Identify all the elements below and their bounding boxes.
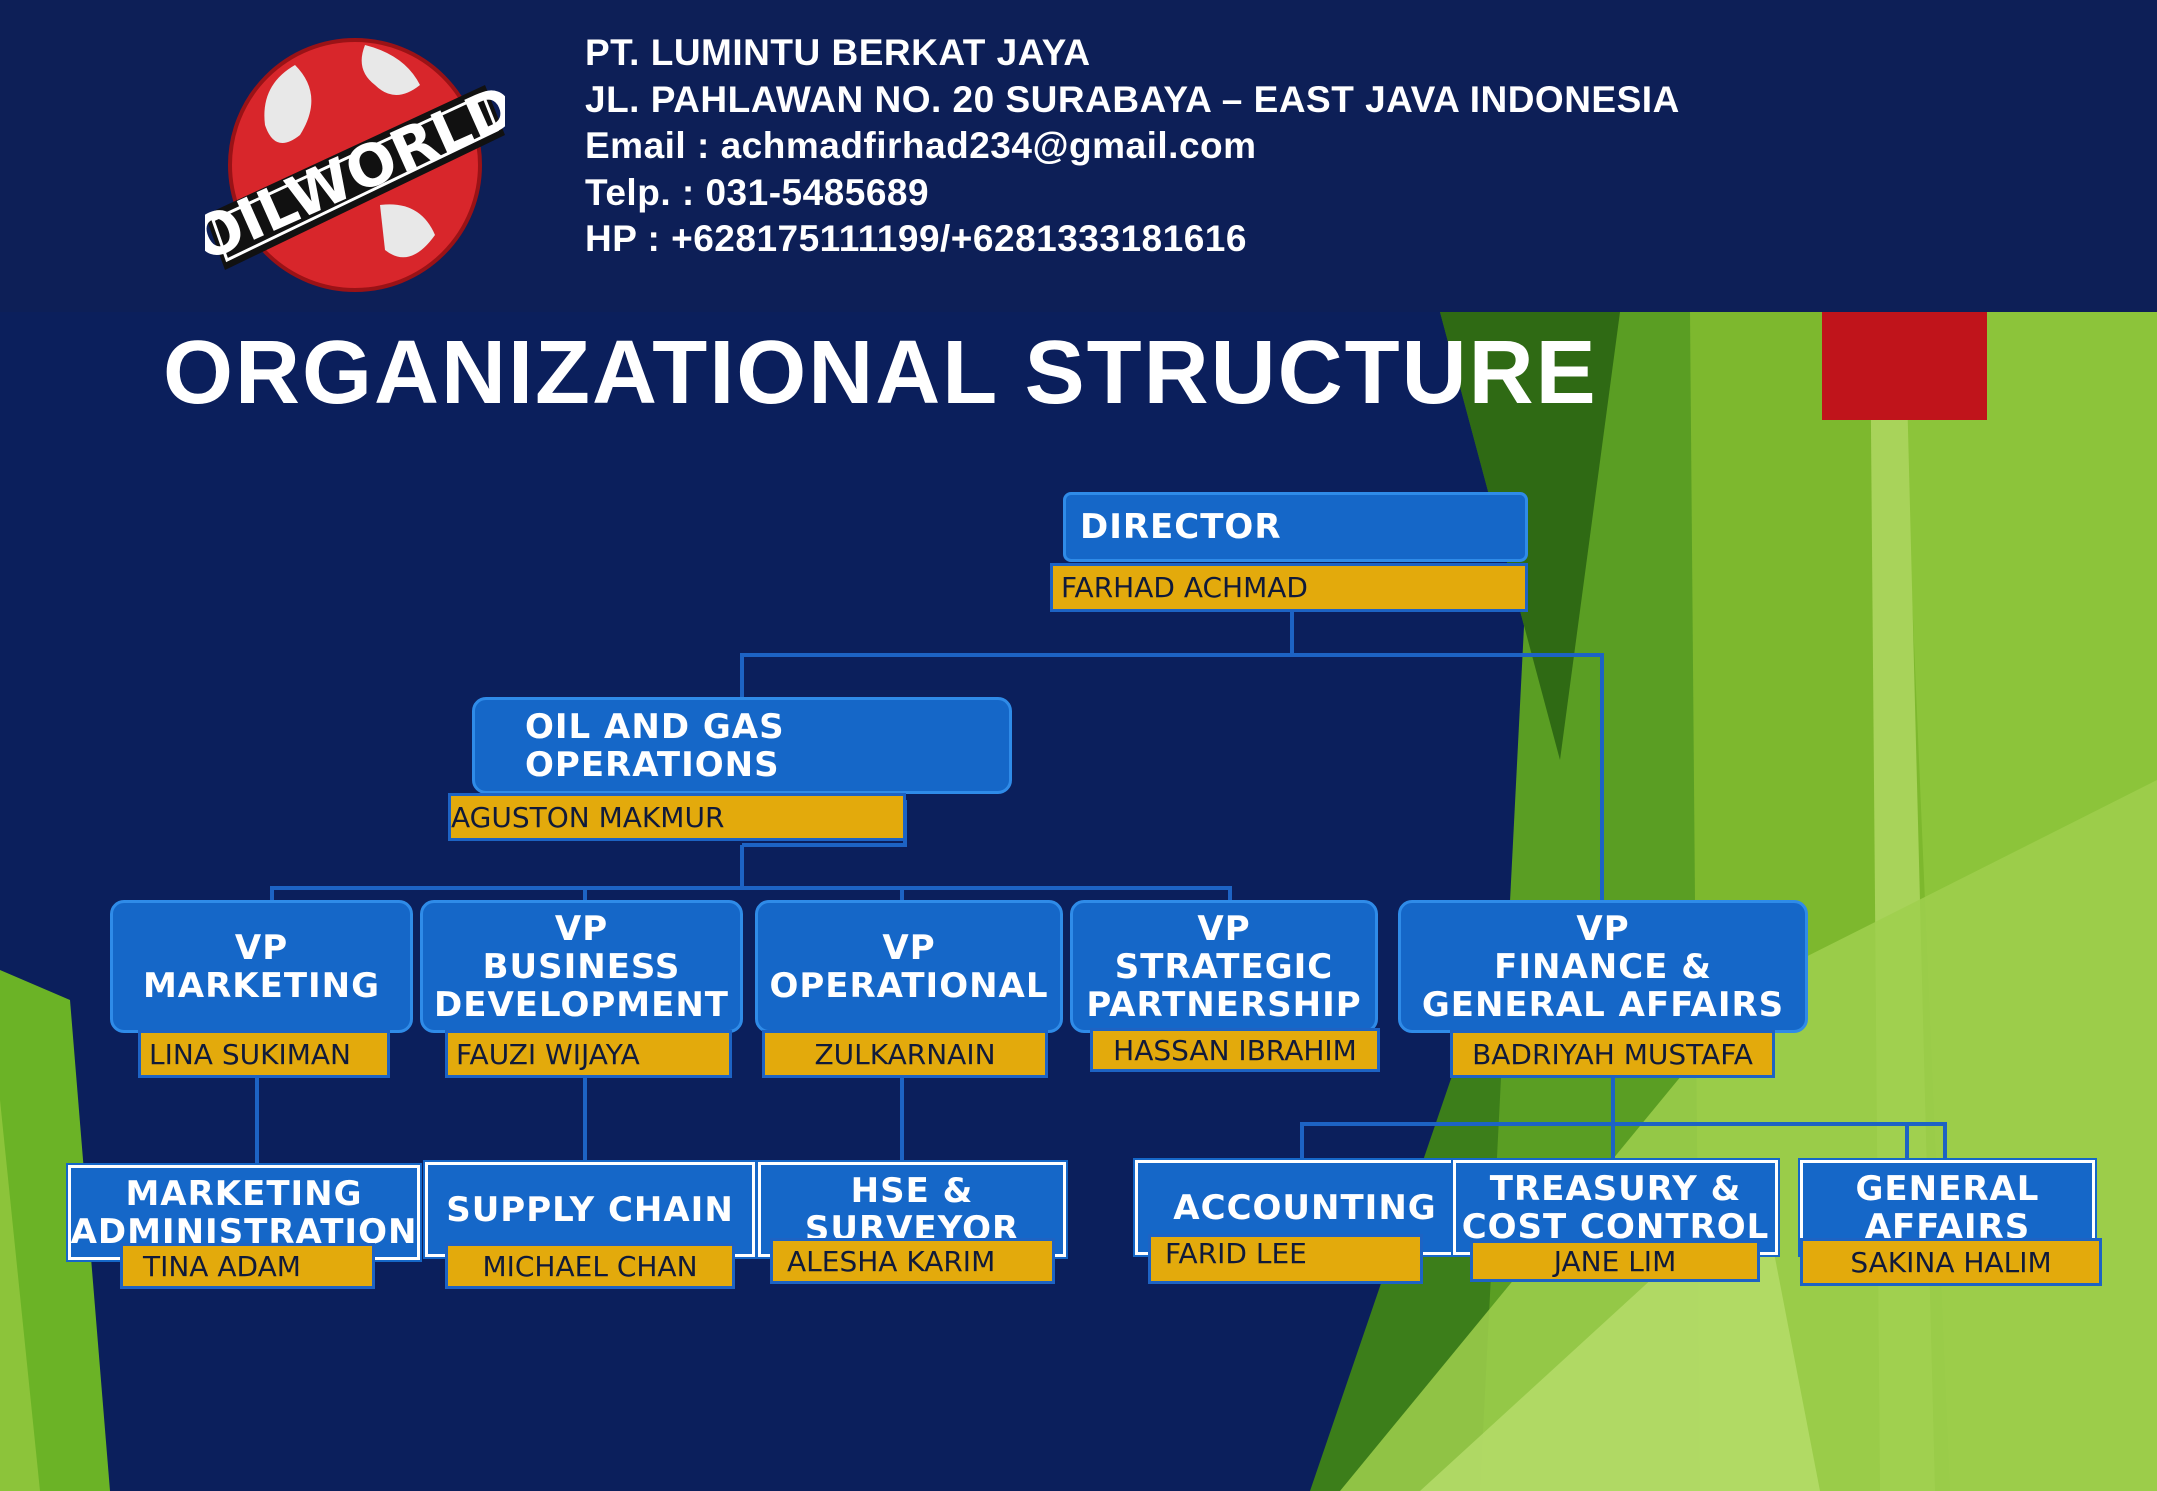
director-box: DIRECTOR <box>1063 492 1528 562</box>
oil-gas-operations-box: OIL AND GAS OPERATIONS <box>472 697 1012 794</box>
hse-surveyor-name: ALESHA KARIM <box>770 1238 1055 1284</box>
marketing-administration-title: MARKETING ADMINISTRATION <box>70 1173 418 1252</box>
company-phone: Telp. : 031-5485689 <box>585 171 930 213</box>
vp-marketing-title: VP MARKETING <box>142 927 381 1006</box>
company-mobile: HP : +628175111199/+6281333181616 <box>585 218 1247 259</box>
vp-business-development-name: FAUZI WIJAYA <box>445 1030 732 1078</box>
vp-strategic-partnership-title: VP STRATEGIC PARTNERSHIP <box>1086 908 1362 1025</box>
accounting-name: FARID LEE <box>1148 1234 1423 1284</box>
vp-finance-general-affairs-title: VP FINANCE & GENERAL AFFAIRS <box>1421 908 1785 1025</box>
supply-chain-name: MICHAEL CHAN <box>445 1243 735 1289</box>
supply-chain-title: SUPPLY CHAIN <box>446 1189 734 1230</box>
red-accent-block <box>1822 312 1987 420</box>
vp-business-development-title: VP BUSINESS DEVELOPMENT <box>434 908 729 1025</box>
director-title: DIRECTOR <box>1080 507 1282 547</box>
oil-gas-operations-name: AGUSTON MAKMUR <box>448 793 906 841</box>
company-email: Email : achmadfirhad234@gmail.com <box>585 125 1257 166</box>
general-affairs-name: SAKINA HALIM <box>1800 1238 2102 1286</box>
supply-chain-box: SUPPLY CHAIN <box>425 1162 755 1257</box>
accounting-title: ACCOUNTING <box>1173 1187 1437 1228</box>
vp-operational-box: VP OPERATIONAL <box>755 900 1063 1033</box>
marketing-administration-name: TINA ADAM <box>120 1243 375 1289</box>
treasury-cost-control-box: TREASURY & COST CONTROL <box>1453 1160 1778 1255</box>
director-name: FARHAD ACHMAD <box>1050 563 1528 612</box>
vp-business-development-box: VP BUSINESS DEVELOPMENT <box>420 900 743 1033</box>
oil-gas-operations-title: OIL AND GAS OPERATIONS <box>525 706 785 785</box>
vp-marketing-box: VP MARKETING <box>110 900 413 1033</box>
company-name: PT. LUMINTU BERKAT JAYA <box>585 32 1091 73</box>
vp-finance-general-affairs-box: VP FINANCE & GENERAL AFFAIRS <box>1398 900 1808 1033</box>
treasury-cost-control-name: JANE LIM <box>1470 1240 1760 1282</box>
vp-marketing-name: LINA SUKIMAN <box>138 1030 390 1078</box>
treasury-cost-control-title: TREASURY & COST CONTROL <box>1461 1168 1770 1247</box>
vp-strategic-partnership-name: HASSAN IBRAHIM <box>1090 1028 1380 1072</box>
oilworld-logo: OILWORLD <box>205 38 505 292</box>
hse-surveyor-title: HSE & SURVEYOR <box>804 1170 1020 1249</box>
company-address: JL. PAHLAWAN NO. 20 SURABAYA – EAST JAVA… <box>585 78 1680 120</box>
vp-operational-name: ZULKARNAIN <box>762 1030 1048 1078</box>
page-title: ORGANIZATIONAL STRUCTURE <box>163 323 1598 423</box>
vp-operational-title: VP OPERATIONAL <box>769 927 1049 1006</box>
vp-finance-general-affairs-name: BADRIYAH MUSTAFA <box>1450 1030 1775 1078</box>
general-affairs-title: GENERAL AFFAIRS <box>1855 1168 2040 1247</box>
company-info: PT. LUMINTU BERKAT JAYA JL. PAHLAWAN NO.… <box>585 30 1680 263</box>
vp-strategic-partnership-box: VP STRATEGIC PARTNERSHIP <box>1070 900 1378 1033</box>
